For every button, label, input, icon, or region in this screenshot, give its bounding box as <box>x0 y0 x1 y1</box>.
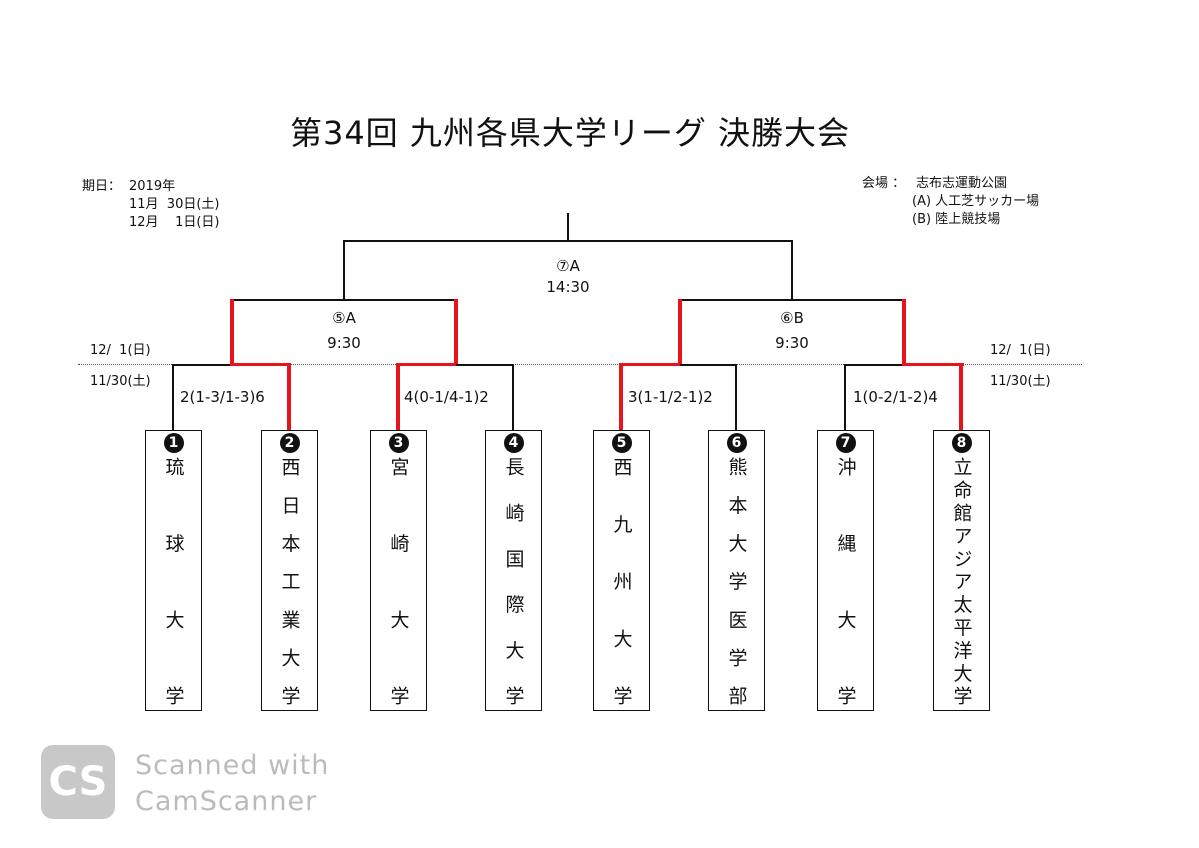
champion-line <box>567 213 569 241</box>
final-left-line <box>343 240 345 301</box>
team-box: 2 西日本工業大学 <box>261 430 318 711</box>
camscanner-logo: CS <box>41 745 115 819</box>
team-name: 熊本大学医学部 <box>725 457 748 705</box>
r1-bar <box>456 364 514 366</box>
seed-number: 5 <box>611 433 632 453</box>
team-name: 琉球大学 <box>162 457 185 705</box>
r1-bar <box>845 364 904 366</box>
r1-winner-bar <box>396 363 457 366</box>
seed-number: 4 <box>503 433 524 453</box>
semi-left-time: 9:30 <box>327 334 361 352</box>
seed-number: 7 <box>835 433 856 453</box>
r1-bar <box>680 364 737 366</box>
r1-winner-bar <box>230 363 291 366</box>
semi-left-bar <box>232 299 457 301</box>
team-box: 6 熊本大学医学部 <box>708 430 765 711</box>
day-label-lower-left: 11/30(土) <box>90 374 151 389</box>
semi-right-time: 9:30 <box>775 334 809 352</box>
date-day1: 11月 30日(土) <box>129 197 220 212</box>
date-year: 2019年 <box>129 179 176 194</box>
r1-winner-line <box>959 364 963 431</box>
day-divider <box>78 364 1082 365</box>
semi-right-winner-line <box>902 299 906 366</box>
final-time: 14:30 <box>546 278 590 296</box>
seed-number: 2 <box>279 433 300 453</box>
seed-number: 8 <box>951 433 972 453</box>
r1-bar <box>173 364 232 366</box>
team-box: 3 宮崎大学 <box>370 430 427 711</box>
final-right-line <box>791 240 793 301</box>
venue-name: 志布志運動公園 <box>916 176 1008 191</box>
score-match-2: 4(0-1/4-1)2 <box>404 388 489 406</box>
team-box: 5 西九州大学 <box>593 430 650 711</box>
semi-left-winner-line <box>454 299 458 366</box>
team-name: 沖縄大学 <box>834 457 857 705</box>
semi-right-winner-line <box>678 299 682 366</box>
seed-number: 1 <box>163 433 184 453</box>
semi-right-bar <box>680 299 905 301</box>
team-name: 西九州大学 <box>610 457 633 705</box>
team-name: 西日本工業大学 <box>278 457 301 705</box>
r1-winner-line <box>619 364 623 431</box>
dates-label: 期日： <box>82 179 122 194</box>
seed-number: 6 <box>726 433 747 453</box>
r1-winner-line <box>396 364 400 431</box>
score-match-3: 3(1-1/2-1)2 <box>628 388 713 406</box>
date-day2: 12月 1日(日) <box>129 215 220 230</box>
watermark-line2: CamScanner <box>135 786 318 817</box>
team-box: 4 長崎国際大学 <box>485 430 542 711</box>
r1-winner-line <box>287 364 291 431</box>
final-bar <box>343 240 793 242</box>
r1-line <box>844 364 846 431</box>
r1-winner-bar <box>902 363 964 366</box>
team-box: 8 立命館アジア太平洋大学 <box>933 430 990 711</box>
watermark-line1: Scanned with <box>135 750 330 781</box>
venue-field-a: (A) 人工芝サッカー場 <box>912 194 1040 209</box>
team-name: 長崎国際大学 <box>502 457 525 705</box>
score-match-4: 1(0-2/1-2)4 <box>853 388 938 406</box>
r1-line <box>172 364 174 431</box>
watermark-text: Scanned with CamScanner <box>135 748 329 820</box>
page-title: 第34回 九州各県大学リーグ 決勝大会 <box>289 114 851 152</box>
team-box: 1 琉球大学 <box>145 430 202 711</box>
venue-label: 会場 ： <box>862 176 906 191</box>
day-label-upper-right: 12/ 1(日) <box>990 343 1051 358</box>
day-label-lower-right: 11/30(土) <box>990 374 1051 389</box>
semi-left-match-label: ⑤A <box>332 309 356 327</box>
r1-line <box>512 364 514 431</box>
final-match-label: ⑦A <box>556 257 580 275</box>
semi-right-match-label: ⑥B <box>780 309 804 327</box>
r1-winner-bar <box>619 363 681 366</box>
r1-line <box>735 364 737 431</box>
team-name: 立命館アジア太平洋大学 <box>950 457 973 705</box>
score-match-1: 2(1-3/1-3)6 <box>180 388 265 406</box>
seed-number: 3 <box>388 433 409 453</box>
semi-left-winner-line <box>230 299 234 366</box>
team-box: 7 沖縄大学 <box>817 430 874 711</box>
venue-field-b: (B) 陸上競技場 <box>912 212 1001 227</box>
day-label-upper-left: 12/ 1(日) <box>90 343 151 358</box>
team-name: 宮崎大学 <box>387 457 410 705</box>
